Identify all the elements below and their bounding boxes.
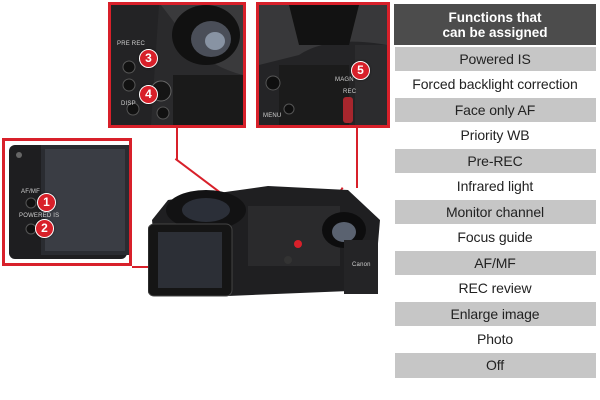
function-forced-backlight-correction: Forced backlight correction: [394, 70, 596, 97]
function-rec-review: REC review: [394, 274, 596, 301]
left-panel-closeup: [111, 5, 243, 125]
function-powered-is: Powered IS: [394, 45, 596, 72]
callout-3: 3: [139, 49, 158, 68]
table-header-row: Functions that can be assigned: [394, 4, 596, 47]
table-row: Face only AF: [394, 96, 596, 123]
powered-is-label: POWERED IS: [19, 213, 60, 219]
brand-label: Canon: [352, 262, 371, 268]
header-line-1: Functions that: [448, 9, 542, 25]
zoom-box-lcd-panel: AF/MF POWERED IS 1 2: [2, 138, 132, 266]
disp-label: DISP: [121, 101, 136, 107]
lcd-panel-closeup: [5, 141, 129, 263]
function-off: Off: [394, 351, 596, 378]
table-row: Photo: [394, 325, 596, 352]
callout-4: 4: [139, 85, 158, 104]
rec-label: REC: [343, 89, 357, 95]
table-row: Powered IS: [394, 45, 596, 72]
menu-label: MENU: [263, 113, 282, 119]
magn-label: MAGN: [335, 77, 354, 83]
header-line-2: can be assigned: [442, 24, 548, 40]
table-row: Monitor channel: [394, 198, 596, 225]
leader-line-left-vertical: [176, 128, 178, 160]
function-infrared-light: Infrared light: [394, 172, 596, 199]
pre-rec-label: PRE REC: [117, 41, 146, 47]
table-row: Off: [394, 351, 596, 378]
function-pre-rec: Pre-REC: [394, 147, 596, 174]
callout-5: 5: [351, 61, 370, 80]
leader-line-right-vertical: [356, 128, 358, 188]
callout-1: 1: [37, 193, 56, 212]
zoom-box-left-panel: PRE REC DISP 3 4: [108, 2, 246, 128]
leader-line-lcd: [132, 266, 152, 268]
function-focus-guide: Focus guide: [394, 223, 596, 250]
table-row: Focus guide: [394, 223, 596, 250]
table-row: Forced backlight correction: [394, 70, 596, 97]
table-header: Functions that can be assigned: [394, 4, 596, 47]
table-row: REC review: [394, 274, 596, 301]
camcorder-body: Canon: [148, 180, 388, 300]
function-photo: Photo: [394, 325, 596, 352]
function-monitor-channel: Monitor channel: [394, 198, 596, 225]
callout-2: 2: [35, 219, 54, 238]
function-enlarge-image: Enlarge image: [394, 300, 596, 327]
table-row: Enlarge image: [394, 300, 596, 327]
zoom-box-right-panel: MAGN REC MENU 5: [256, 2, 390, 128]
function-af-mf: AF/MF: [394, 249, 596, 276]
assignable-functions-table: Functions that can be assigned Powered I…: [394, 4, 596, 378]
function-face-only-af: Face only AF: [394, 96, 596, 123]
table-row: Infrared light: [394, 172, 596, 199]
af-mf-label: AF/MF: [21, 189, 40, 195]
function-priority-wb: Priority WB: [394, 121, 596, 148]
table-row: Priority WB: [394, 121, 596, 148]
table-row: AF/MF: [394, 249, 596, 276]
table-row: Pre-REC: [394, 147, 596, 174]
